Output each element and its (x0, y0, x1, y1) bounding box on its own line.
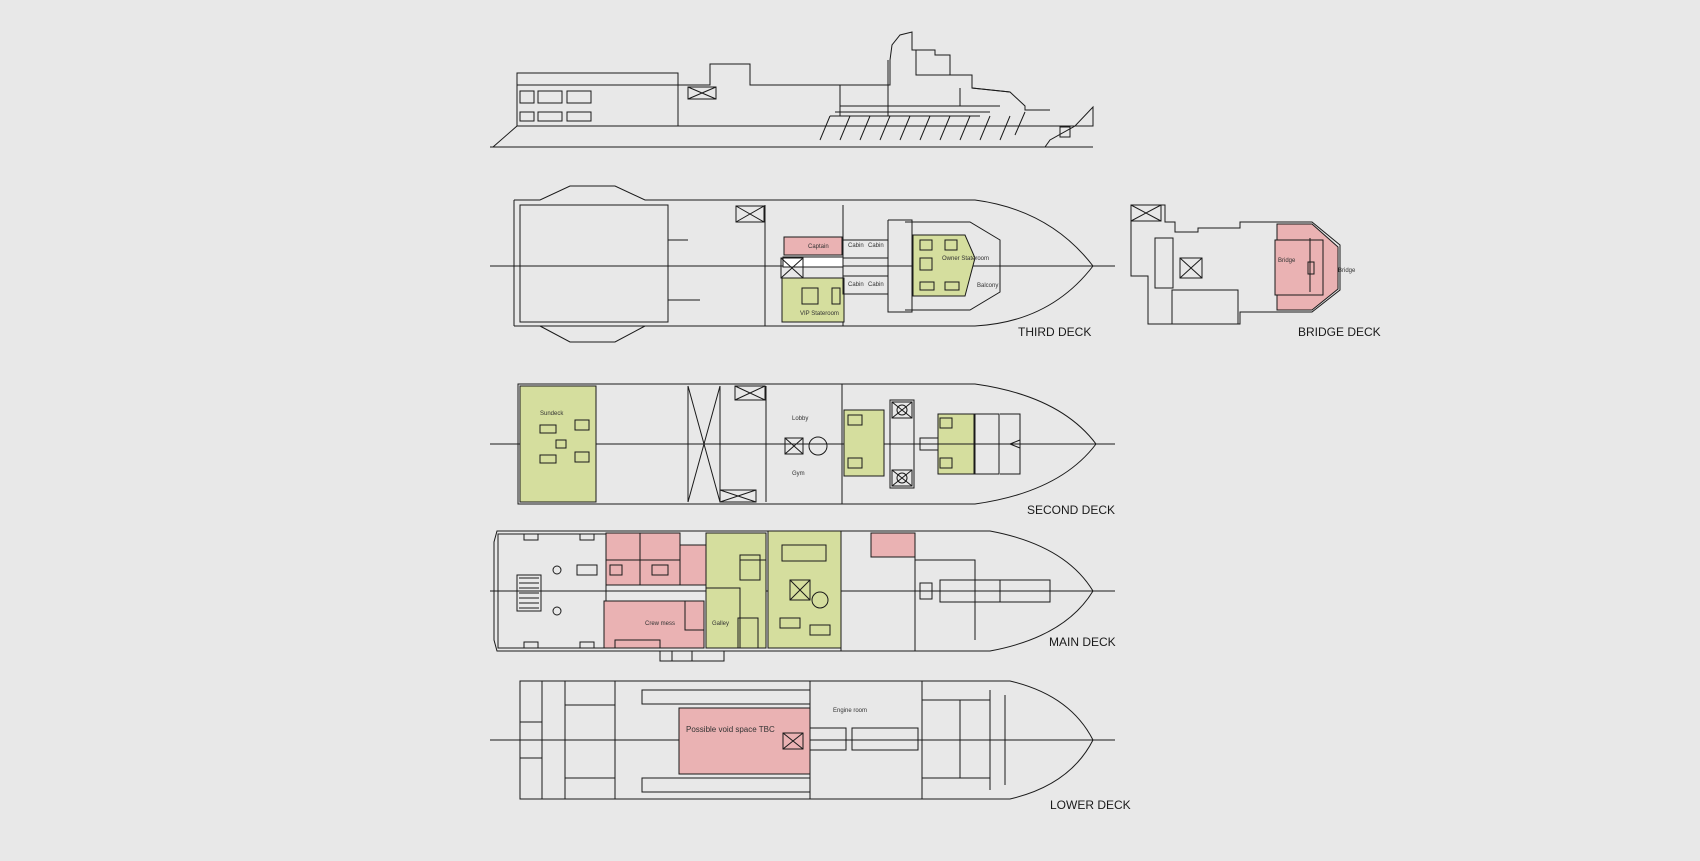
captain-label: Captain (808, 244, 829, 250)
svg-text:Crew mess: Crew mess (645, 621, 675, 627)
svg-text:Cabin: Cabin (848, 243, 864, 249)
crew-cabin-3 (679, 544, 707, 586)
vip-stateroom-label: VIP Stateroom (800, 311, 839, 317)
svg-text:Galley: Galley (712, 621, 729, 627)
svg-text:Cabin: Cabin (848, 282, 864, 288)
svg-text:Cabin: Cabin (868, 282, 884, 288)
main-deck-label: MAIN DECK (1049, 635, 1116, 649)
owner-stateroom (912, 234, 976, 297)
captain-cabin (783, 236, 843, 256)
lower-deck-plan: Possible void space TBC Engine room LOWE… (490, 680, 1131, 812)
engine-room-label: Engine room (833, 708, 867, 714)
guest-cabin-aft (843, 409, 885, 477)
guest-cabin-stbd (937, 443, 975, 475)
svg-text:Sundeck: Sundeck (540, 411, 564, 417)
crew-cabin-1 (605, 532, 641, 586)
svg-text:Bridge: Bridge (1278, 258, 1296, 264)
saloon (705, 532, 767, 649)
second-deck-plan: Sundeck Lobby Gym SECOND DECK (490, 383, 1115, 517)
guest-cabin-port (937, 413, 975, 445)
third-deck-label: THIRD DECK (1018, 325, 1091, 339)
vip-stateroom (781, 277, 845, 323)
main-deck-outline (493, 530, 1094, 652)
bridge-deck-plan: Bridge Bridge BRIDGE DECK (1130, 204, 1381, 339)
staff-cabin (870, 532, 916, 558)
profile-view (490, 31, 1094, 148)
profile-superstructure-fwd (840, 31, 1050, 111)
bridge-deck-outline (1130, 204, 1341, 325)
svg-text:Gym: Gym (792, 471, 805, 477)
third-deck-plan: Captain VIP Stateroom Cabin Cabin Cabin … (490, 185, 1115, 343)
profile-hatch (687, 86, 717, 100)
svg-text:Lobby: Lobby (792, 416, 808, 422)
main-deck-plan: Crew mess Galley MAIN DECK (490, 530, 1116, 662)
aft-deck-lounge (519, 385, 597, 503)
possible-void-label: Possible void space TBC (686, 725, 775, 734)
crew-cabin-2 (639, 532, 681, 586)
svg-text:Cabin: Cabin (868, 243, 884, 249)
lower-deck-label: LOWER DECK (1050, 798, 1131, 812)
balcony-label: Balcony (977, 283, 998, 289)
bridge-label: Bridge (1338, 268, 1356, 274)
profile-hull (492, 105, 1094, 148)
bridge-deck-label: BRIDGE DECK (1298, 325, 1381, 339)
owner-stateroom-label: Owner Stateroom (942, 256, 989, 262)
second-deck-label: SECOND DECK (1027, 503, 1115, 517)
possible-void-space (678, 707, 811, 775)
